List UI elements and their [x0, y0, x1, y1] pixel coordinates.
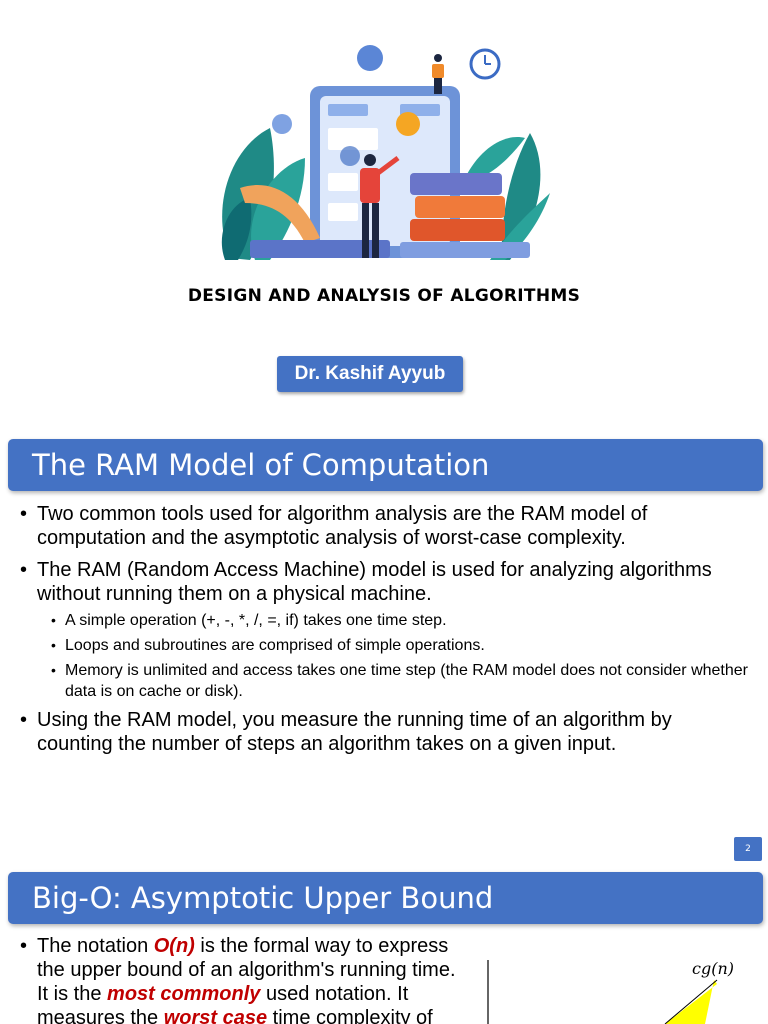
bigo-graph: cg(n) [487, 959, 734, 1024]
sub-bullet-item: Loops and subroutines are comprised of s… [18, 635, 748, 656]
sub-bullet-item: Memory is unlimited and access takes one… [18, 660, 748, 702]
sub-bullet-item: A simple operation (+, -, *, /, =, if) t… [18, 610, 748, 631]
graph-label: cg(n) [692, 959, 734, 978]
bullet-text: time complexity of [267, 1007, 433, 1024]
author-badge: Dr. Kashif Ayyub [277, 356, 463, 392]
bullet-item: The RAM (Random Access Machine) model is… [18, 558, 748, 606]
bound-region [665, 980, 717, 1024]
bigo-bullets: The notation O(n) is the formal way to e… [18, 934, 468, 1024]
emphasis-text: O(n) [153, 935, 195, 957]
page-number: 2 [734, 837, 762, 861]
bullet-item: The notation O(n) is the formal way to e… [18, 934, 468, 1024]
title-slide: DESIGN AND ANALYSIS OF ALGORITHMS Dr. Ka… [0, 0, 768, 430]
ram-bullets: Two common tools used for algorithm anal… [18, 502, 748, 764]
course-title: DESIGN AND ANALYSIS OF ALGORITHMS [187, 286, 581, 306]
bullet-text: is the formal way to express the upper b… [37, 935, 456, 1005]
cg-curve [664, 979, 718, 1024]
bullet-item: Using the RAM model, you measure the run… [18, 708, 748, 756]
emphasis-text: worst case [163, 1007, 268, 1024]
slide-header-ram: The RAM Model of Computation [8, 439, 763, 491]
study-illustration [221, 45, 550, 260]
sub-bullet-list: A simple operation (+, -, *, /, =, if) t… [18, 610, 748, 702]
emphasis-text: most commonly [107, 983, 261, 1005]
slide-header-bigo: Big-O: Asymptotic Upper Bound [8, 872, 763, 924]
bullet-text: used notation. It measures the [37, 983, 409, 1024]
bullet-item: Two common tools used for algorithm anal… [18, 502, 748, 550]
bullet-text: The notation [37, 935, 154, 957]
